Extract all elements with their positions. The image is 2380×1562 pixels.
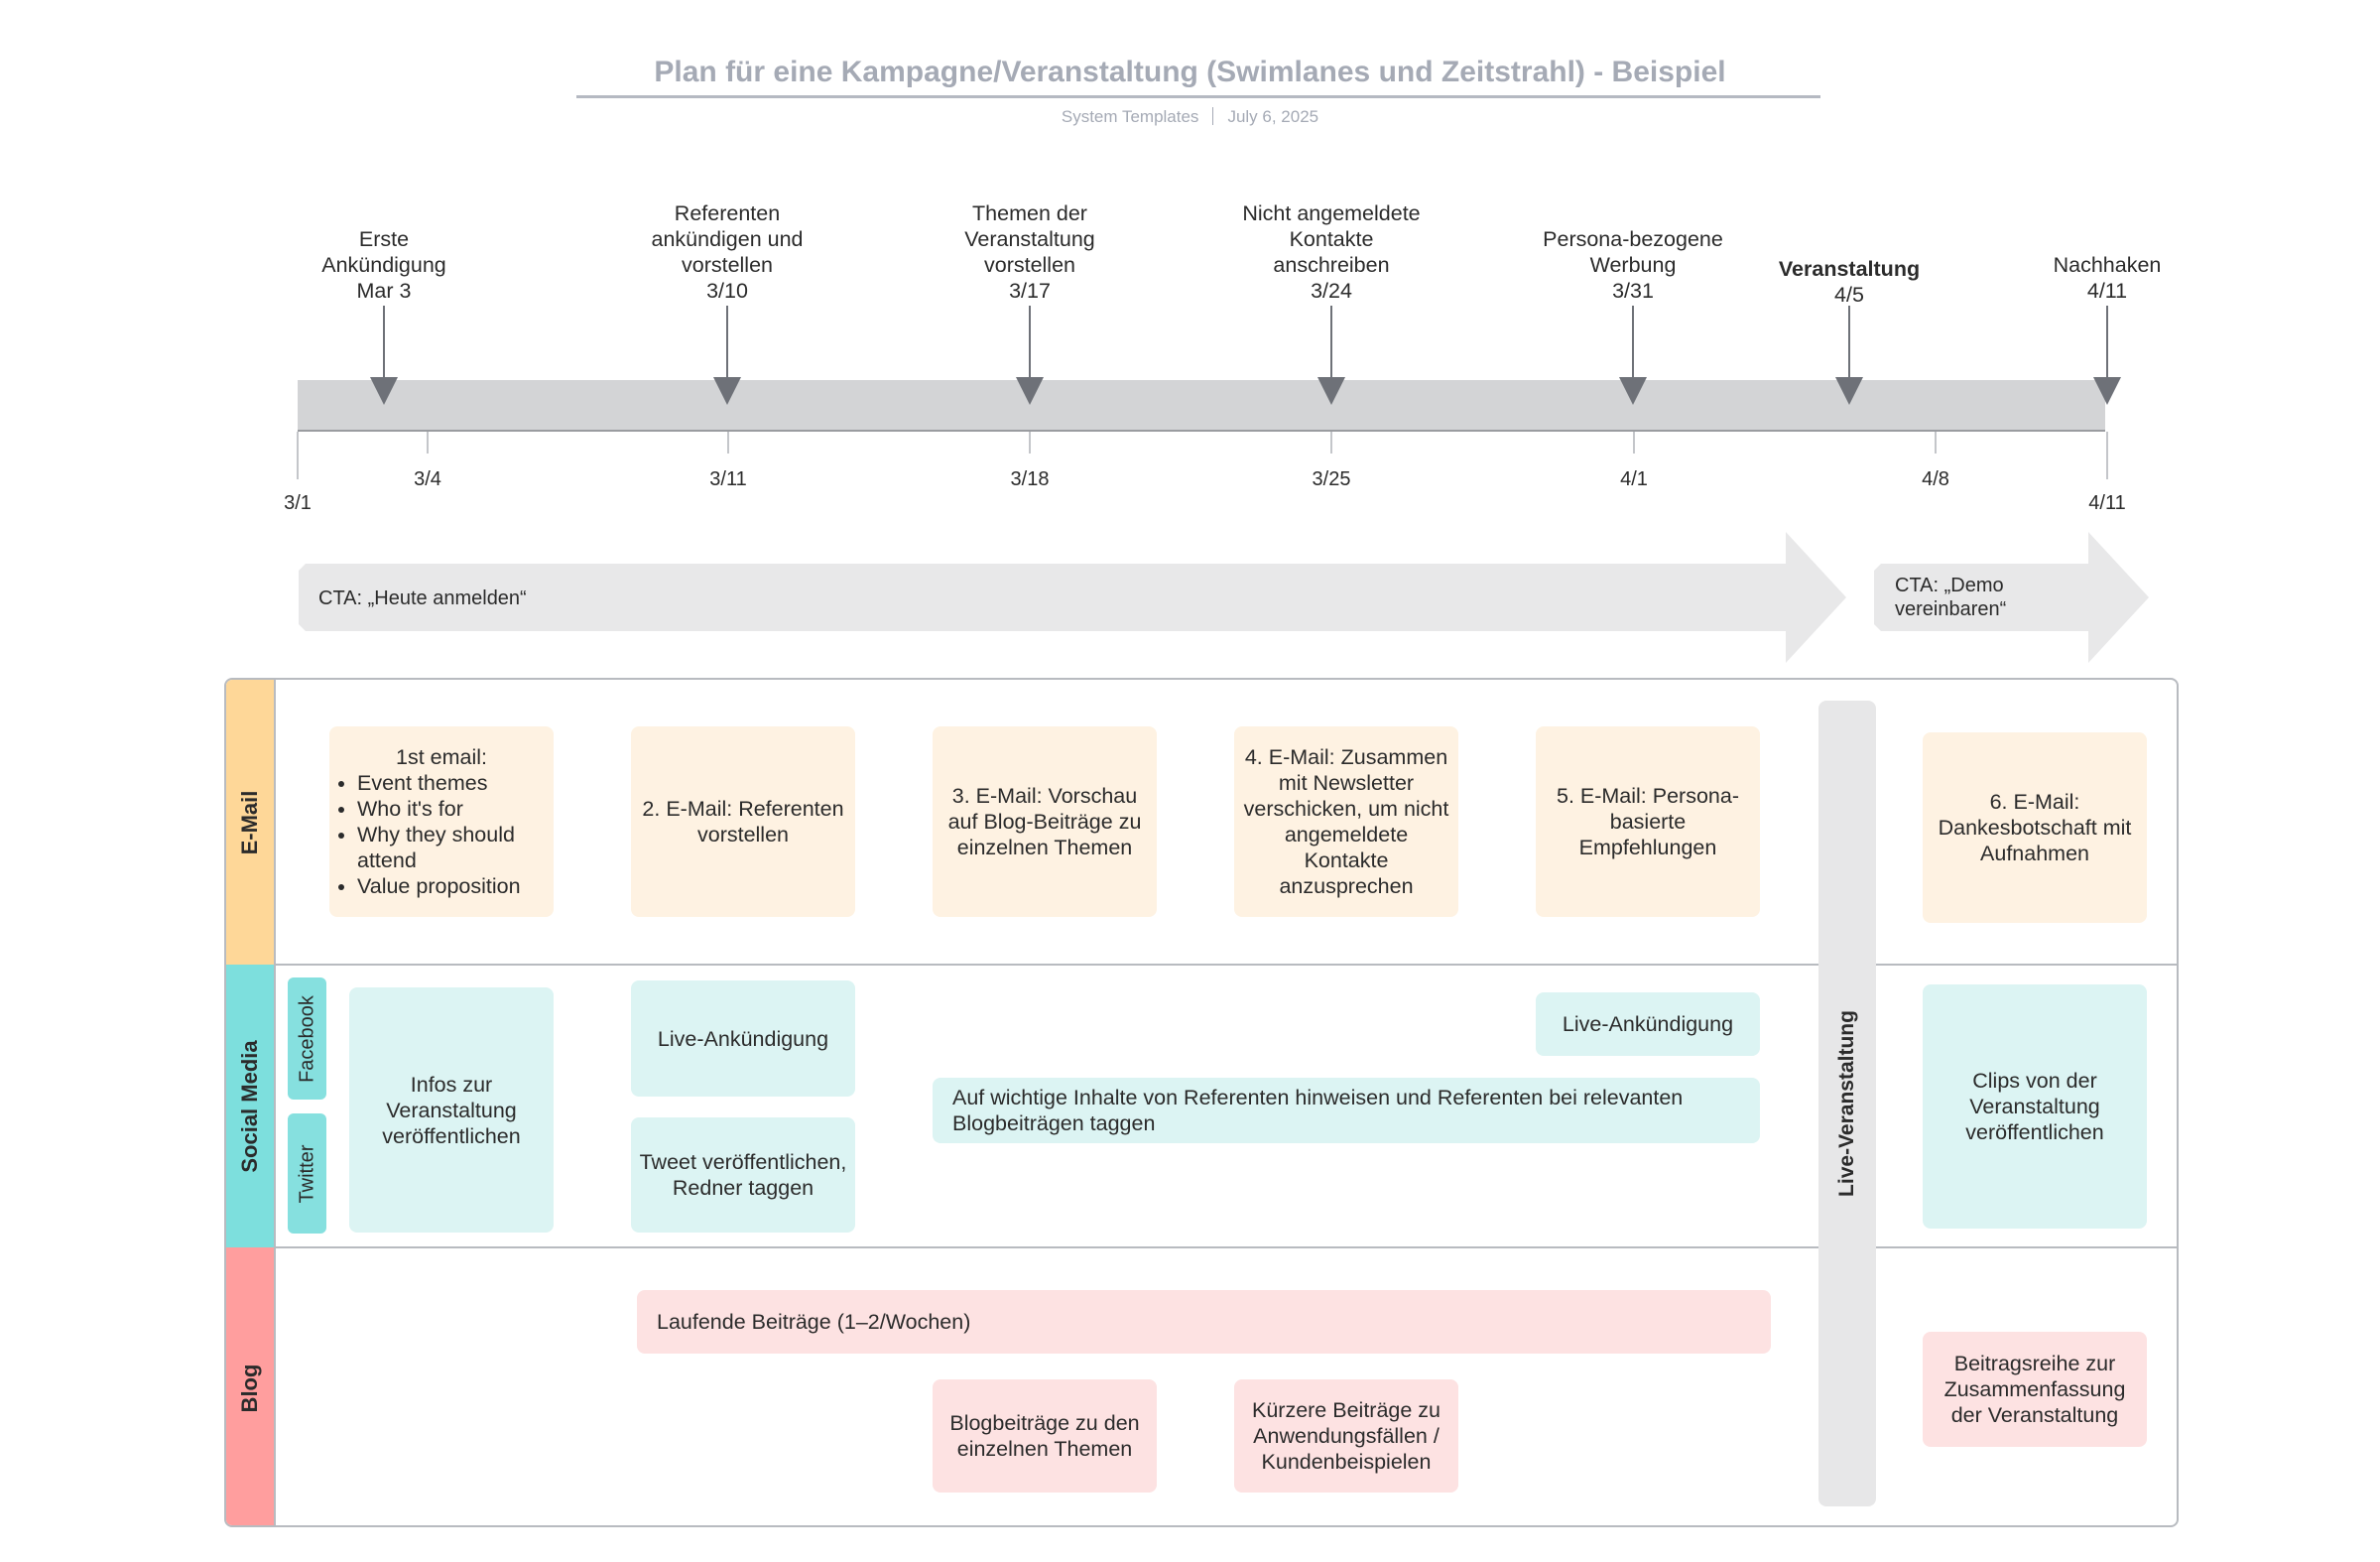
tick-mark — [297, 432, 299, 479]
sublane-twitter: Twitter — [288, 1113, 326, 1234]
social-card-tweet: Tweet veröffentlichen, Redner taggen — [631, 1117, 855, 1233]
lane-header-email: E-Mail — [226, 680, 274, 965]
milestone-marker-6 — [1835, 377, 1863, 405]
email-card-2: 2. E-Mail: Referenten vorstellen — [631, 726, 855, 917]
milestone-themes: Themen der Veranstaltung vorstellen 3/17 — [964, 201, 1095, 303]
lane-header-social: Social Media — [226, 965, 274, 1247]
email-card-4: 4. E-Mail: Zusammen mit Newsletter versc… — [1234, 726, 1458, 917]
tick-mark — [1633, 432, 1635, 454]
tick-label: 4/8 — [1922, 468, 1949, 490]
email-card-5: 5. E-Mail: Persona-basierte Empfehlungen — [1536, 726, 1760, 917]
social-card-info: Infos zur Veranstaltung veröffentlichen — [349, 987, 554, 1233]
milestone-unregistered: Nicht angemeldete Kontakte anschreiben 3… — [1242, 201, 1421, 303]
blog-card-use-cases: Kürzere Beiträge zu Anwendungsfällen / K… — [1234, 1379, 1458, 1493]
meta-separator — [1212, 107, 1214, 125]
cta-arrow-demo — [1874, 532, 2149, 663]
milestone-event: Veranstaltung 4/5 — [1778, 257, 1921, 307]
marker-line-5 — [1632, 306, 1634, 381]
milestone-marker-5 — [1619, 377, 1647, 405]
sublane-facebook: Facebook — [288, 977, 326, 1100]
lane-header-divider — [274, 680, 276, 1525]
lane-header-blog: Blog — [226, 1247, 274, 1525]
swimlane-board: E-Mail Social Media Blog — [224, 678, 2179, 1527]
lane-divider — [274, 964, 2177, 966]
milestone-first-announcement: Erste Ankündigung Mar 3 — [321, 227, 446, 303]
marker-line-1 — [383, 306, 385, 381]
tick-label: 3/11 — [709, 468, 747, 490]
title-underline — [576, 95, 1820, 98]
social-card-highlight-speakers: Auf wichtige Inhalte von Referenten hinw… — [933, 1078, 1760, 1143]
email-card-1-list: Event themes Who it's for Why they shoul… — [337, 770, 546, 899]
social-card-live-announcement: Live-Ankündigung — [631, 980, 855, 1097]
tick-label: 3/4 — [414, 468, 441, 490]
live-event-bar: Live-Veranstaltung — [1818, 701, 1876, 1506]
tick-mark — [1029, 432, 1031, 454]
email-card-3: 3. E-Mail: Vorschau auf Blog-Beiträge zu… — [933, 726, 1157, 917]
milestone-persona: Persona-bezogene Werbung 3/31 — [1543, 227, 1723, 303]
blog-card-themes: Blogbeiträge zu den einzelnen Themen — [933, 1379, 1157, 1493]
tick-mark — [1330, 432, 1332, 454]
tick-mark — [727, 432, 729, 454]
milestone-marker-4 — [1317, 377, 1345, 405]
cta-demo-label: CTA: „Demo vereinbaren“ — [1895, 575, 2007, 620]
tick-mark — [427, 432, 429, 454]
source-label: System Templates — [1061, 107, 1199, 126]
milestone-follow-up: Nachhaken 4/11 — [2053, 253, 2162, 303]
tick-mark — [1935, 432, 1937, 454]
page-title: Plan für eine Kampagne/Veranstaltung (Sw… — [654, 56, 1726, 88]
tick-label: 3/25 — [1312, 468, 1351, 490]
cta-arrows — [299, 532, 2149, 663]
email-card-6: 6. E-Mail: Dankesbotschaft mit Aufnahmen — [1923, 732, 2147, 923]
milestone-marker-3 — [1016, 377, 1044, 405]
cta-arrow-register — [299, 532, 1846, 663]
tick-mark — [2106, 432, 2108, 479]
date-label: July 6, 2025 — [1227, 107, 1319, 126]
social-card-clips: Clips von der Veranstaltung veröffentlic… — [1923, 984, 2147, 1229]
social-card-live-announcement-2: Live-Ankündigung — [1536, 992, 1760, 1056]
blog-card-ongoing: Laufende Beiträge (1–2/Wochen) — [637, 1290, 1771, 1354]
milestone-marker-7 — [2093, 377, 2121, 405]
cta-register-label: CTA: „Heute anmelden“ — [318, 587, 527, 609]
marker-line-4 — [1330, 306, 1332, 381]
milestone-marker-2 — [713, 377, 741, 405]
lane-divider — [274, 1246, 2177, 1248]
blog-card-recap: Beitragsreihe zur Zusammenfassung der Ve… — [1923, 1332, 2147, 1447]
marker-line-6 — [1848, 306, 1850, 381]
email-card-1: 1st email: Event themes Who it's for Why… — [329, 726, 554, 917]
marker-line-2 — [726, 306, 728, 381]
tick-label: 4/1 — [1620, 468, 1648, 490]
milestone-marker-1 — [370, 377, 398, 405]
tick-label: 3/18 — [1010, 468, 1050, 490]
timeline-bar — [298, 380, 2105, 432]
marker-line-3 — [1029, 306, 1031, 381]
tick-label: 3/1 — [284, 492, 312, 514]
marker-line-7 — [2106, 306, 2108, 381]
page-meta: System Templates July 6, 2025 — [0, 107, 2380, 127]
tick-label: 4/11 — [2088, 492, 2126, 514]
milestone-speakers: Referenten ankündigen und vorstellen 3/1… — [651, 201, 804, 303]
